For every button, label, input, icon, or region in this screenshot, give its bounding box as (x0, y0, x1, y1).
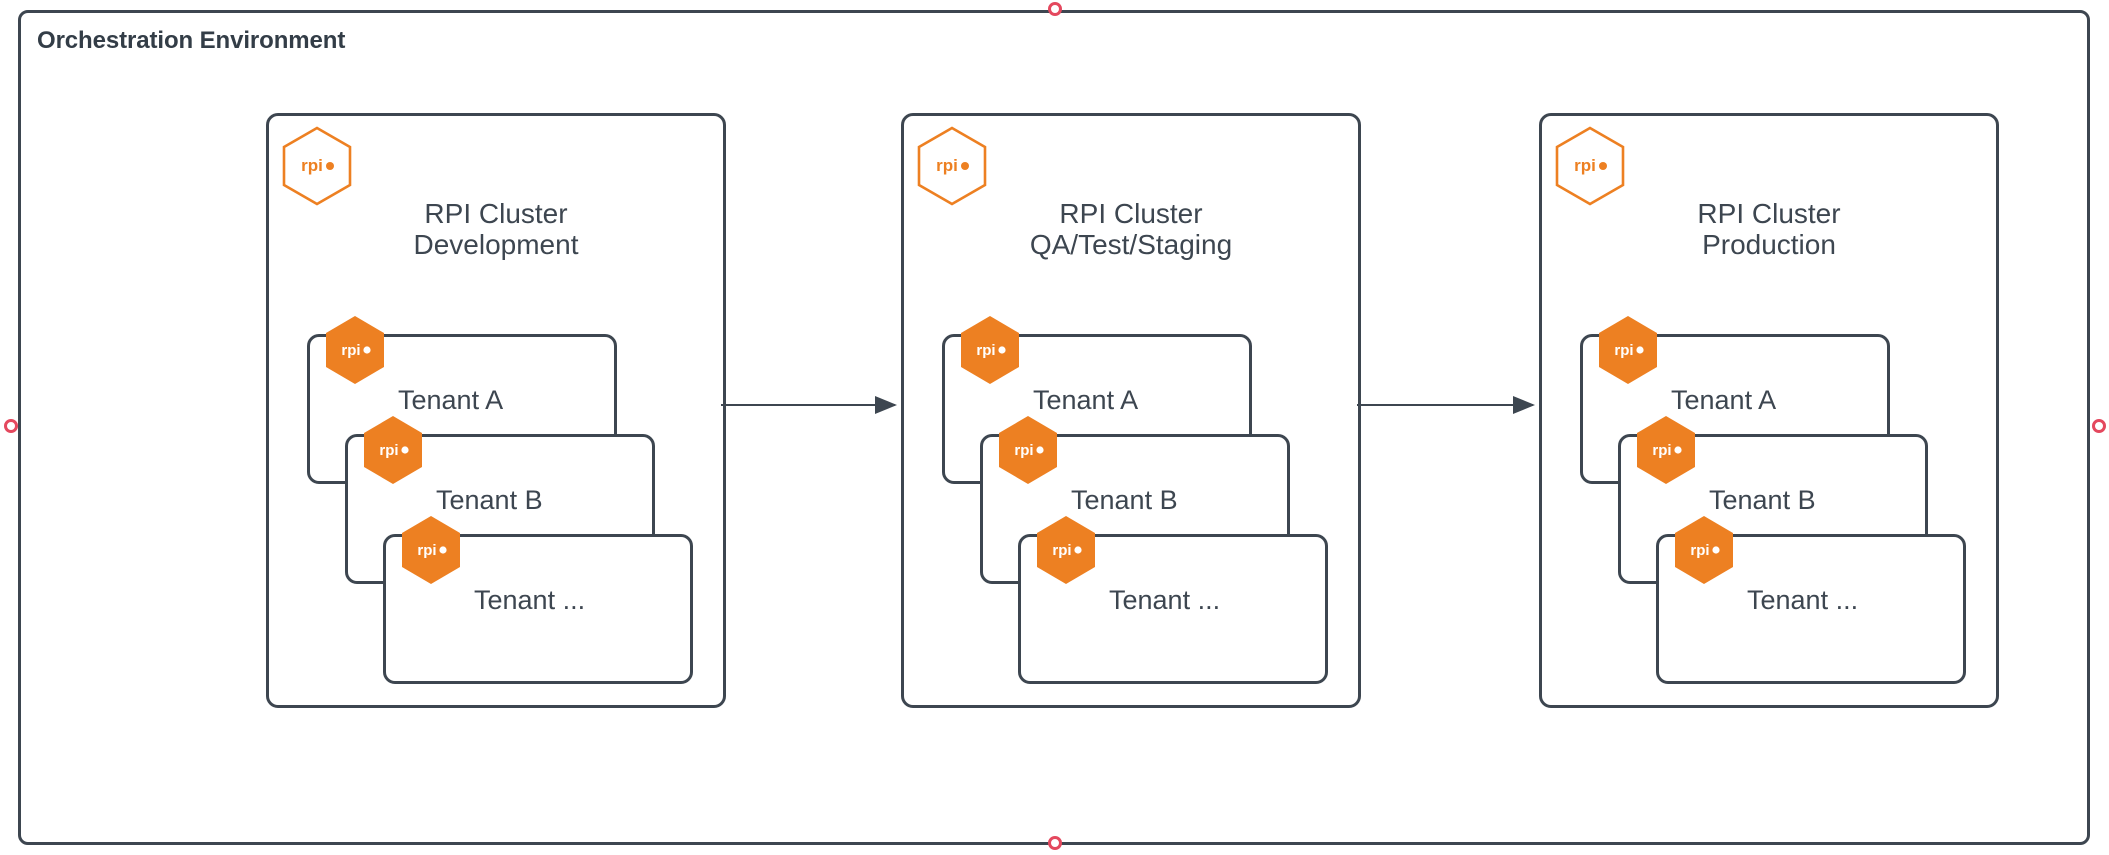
svg-text:rpi: rpi (976, 342, 995, 359)
connector-arrow-development-to-qa (721, 396, 897, 414)
cluster-development[interactable]: rpi RPI Cluster Development rpi Tenant A (266, 113, 726, 708)
svg-text:rpi: rpi (1014, 442, 1033, 459)
rpi-logo-icon: rpi (364, 416, 422, 484)
rpi-logo-icon: rpi (999, 416, 1057, 484)
svg-text:rpi: rpi (1614, 342, 1633, 359)
cluster-title-development: RPI Cluster Development (413, 198, 579, 261)
rpi-logo-icon: rpi (282, 126, 352, 206)
tenant-label: Tenant B (436, 485, 543, 515)
rpi-logo-icon: rpi (1037, 516, 1095, 584)
orchestration-environment-container[interactable]: Orchestration Environment rpi RPI Cluste… (18, 10, 2090, 845)
rpi-logo-icon: rpi (961, 316, 1019, 384)
rpi-logo-icon: rpi (402, 516, 460, 584)
cluster-production[interactable]: rpi RPI Cluster Production rpi Tenant A (1539, 113, 1999, 708)
svg-text:rpi: rpi (1690, 542, 1709, 559)
selection-handle-right[interactable] (2092, 419, 2106, 433)
tenant-label: Tenant A (1671, 385, 1777, 415)
selection-handle-left[interactable] (4, 419, 18, 433)
rpi-logo-icon: rpi (1637, 416, 1695, 484)
svg-text:rpi: rpi (379, 442, 398, 459)
tenant-label: Tenant A (398, 385, 504, 415)
tenant-card[interactable]: rpi Tenant ... (1018, 516, 1328, 684)
svg-text:rpi: rpi (1052, 542, 1071, 559)
svg-text:rpi: rpi (1652, 442, 1671, 459)
rpi-logo-icon: rpi (326, 316, 384, 384)
cluster-title-qa-test-staging: RPI Cluster QA/Test/Staging (1029, 198, 1233, 261)
rpi-logo-icon: rpi (1555, 126, 1625, 206)
tenant-label: Tenant B (1071, 485, 1178, 515)
tenant-stack-qa-test-staging: rpi Tenant A rpi Tenant B (904, 116, 1358, 705)
svg-text:rpi: rpi (301, 156, 323, 175)
tenant-label: Tenant B (1709, 485, 1816, 515)
rpi-logo-icon: rpi (1599, 316, 1657, 384)
svg-text:rpi: rpi (341, 342, 360, 359)
cluster-qa-test-staging[interactable]: rpi RPI Cluster QA/Test/Staging rpi Tena… (901, 113, 1361, 708)
selection-handle-top[interactable] (1048, 2, 1062, 16)
tenant-label: Tenant ... (474, 585, 586, 615)
page-title: Orchestration Environment (37, 27, 346, 54)
tenant-label: Tenant A (1033, 385, 1139, 415)
tenant-stack-development: rpi Tenant A rpi Tenant B (269, 116, 723, 705)
tenant-card[interactable]: rpi Tenant ... (383, 516, 693, 684)
svg-text:rpi: rpi (1574, 156, 1596, 175)
rpi-logo-icon: rpi (1675, 516, 1733, 584)
connector-arrow-qa-to-production (1357, 396, 1535, 414)
selection-handle-bottom[interactable] (1048, 836, 1062, 850)
tenant-card[interactable]: rpi Tenant ... (1656, 516, 1966, 684)
tenant-label: Tenant ... (1109, 585, 1221, 615)
tenant-stack-production: rpi Tenant A rpi Tenant B (1542, 116, 1996, 705)
svg-text:rpi: rpi (417, 542, 436, 559)
cluster-title-production: RPI Cluster Production (1697, 198, 1841, 261)
svg-text:rpi: rpi (936, 156, 958, 175)
tenant-label: Tenant ... (1747, 585, 1859, 615)
rpi-logo-icon: rpi (917, 126, 987, 206)
